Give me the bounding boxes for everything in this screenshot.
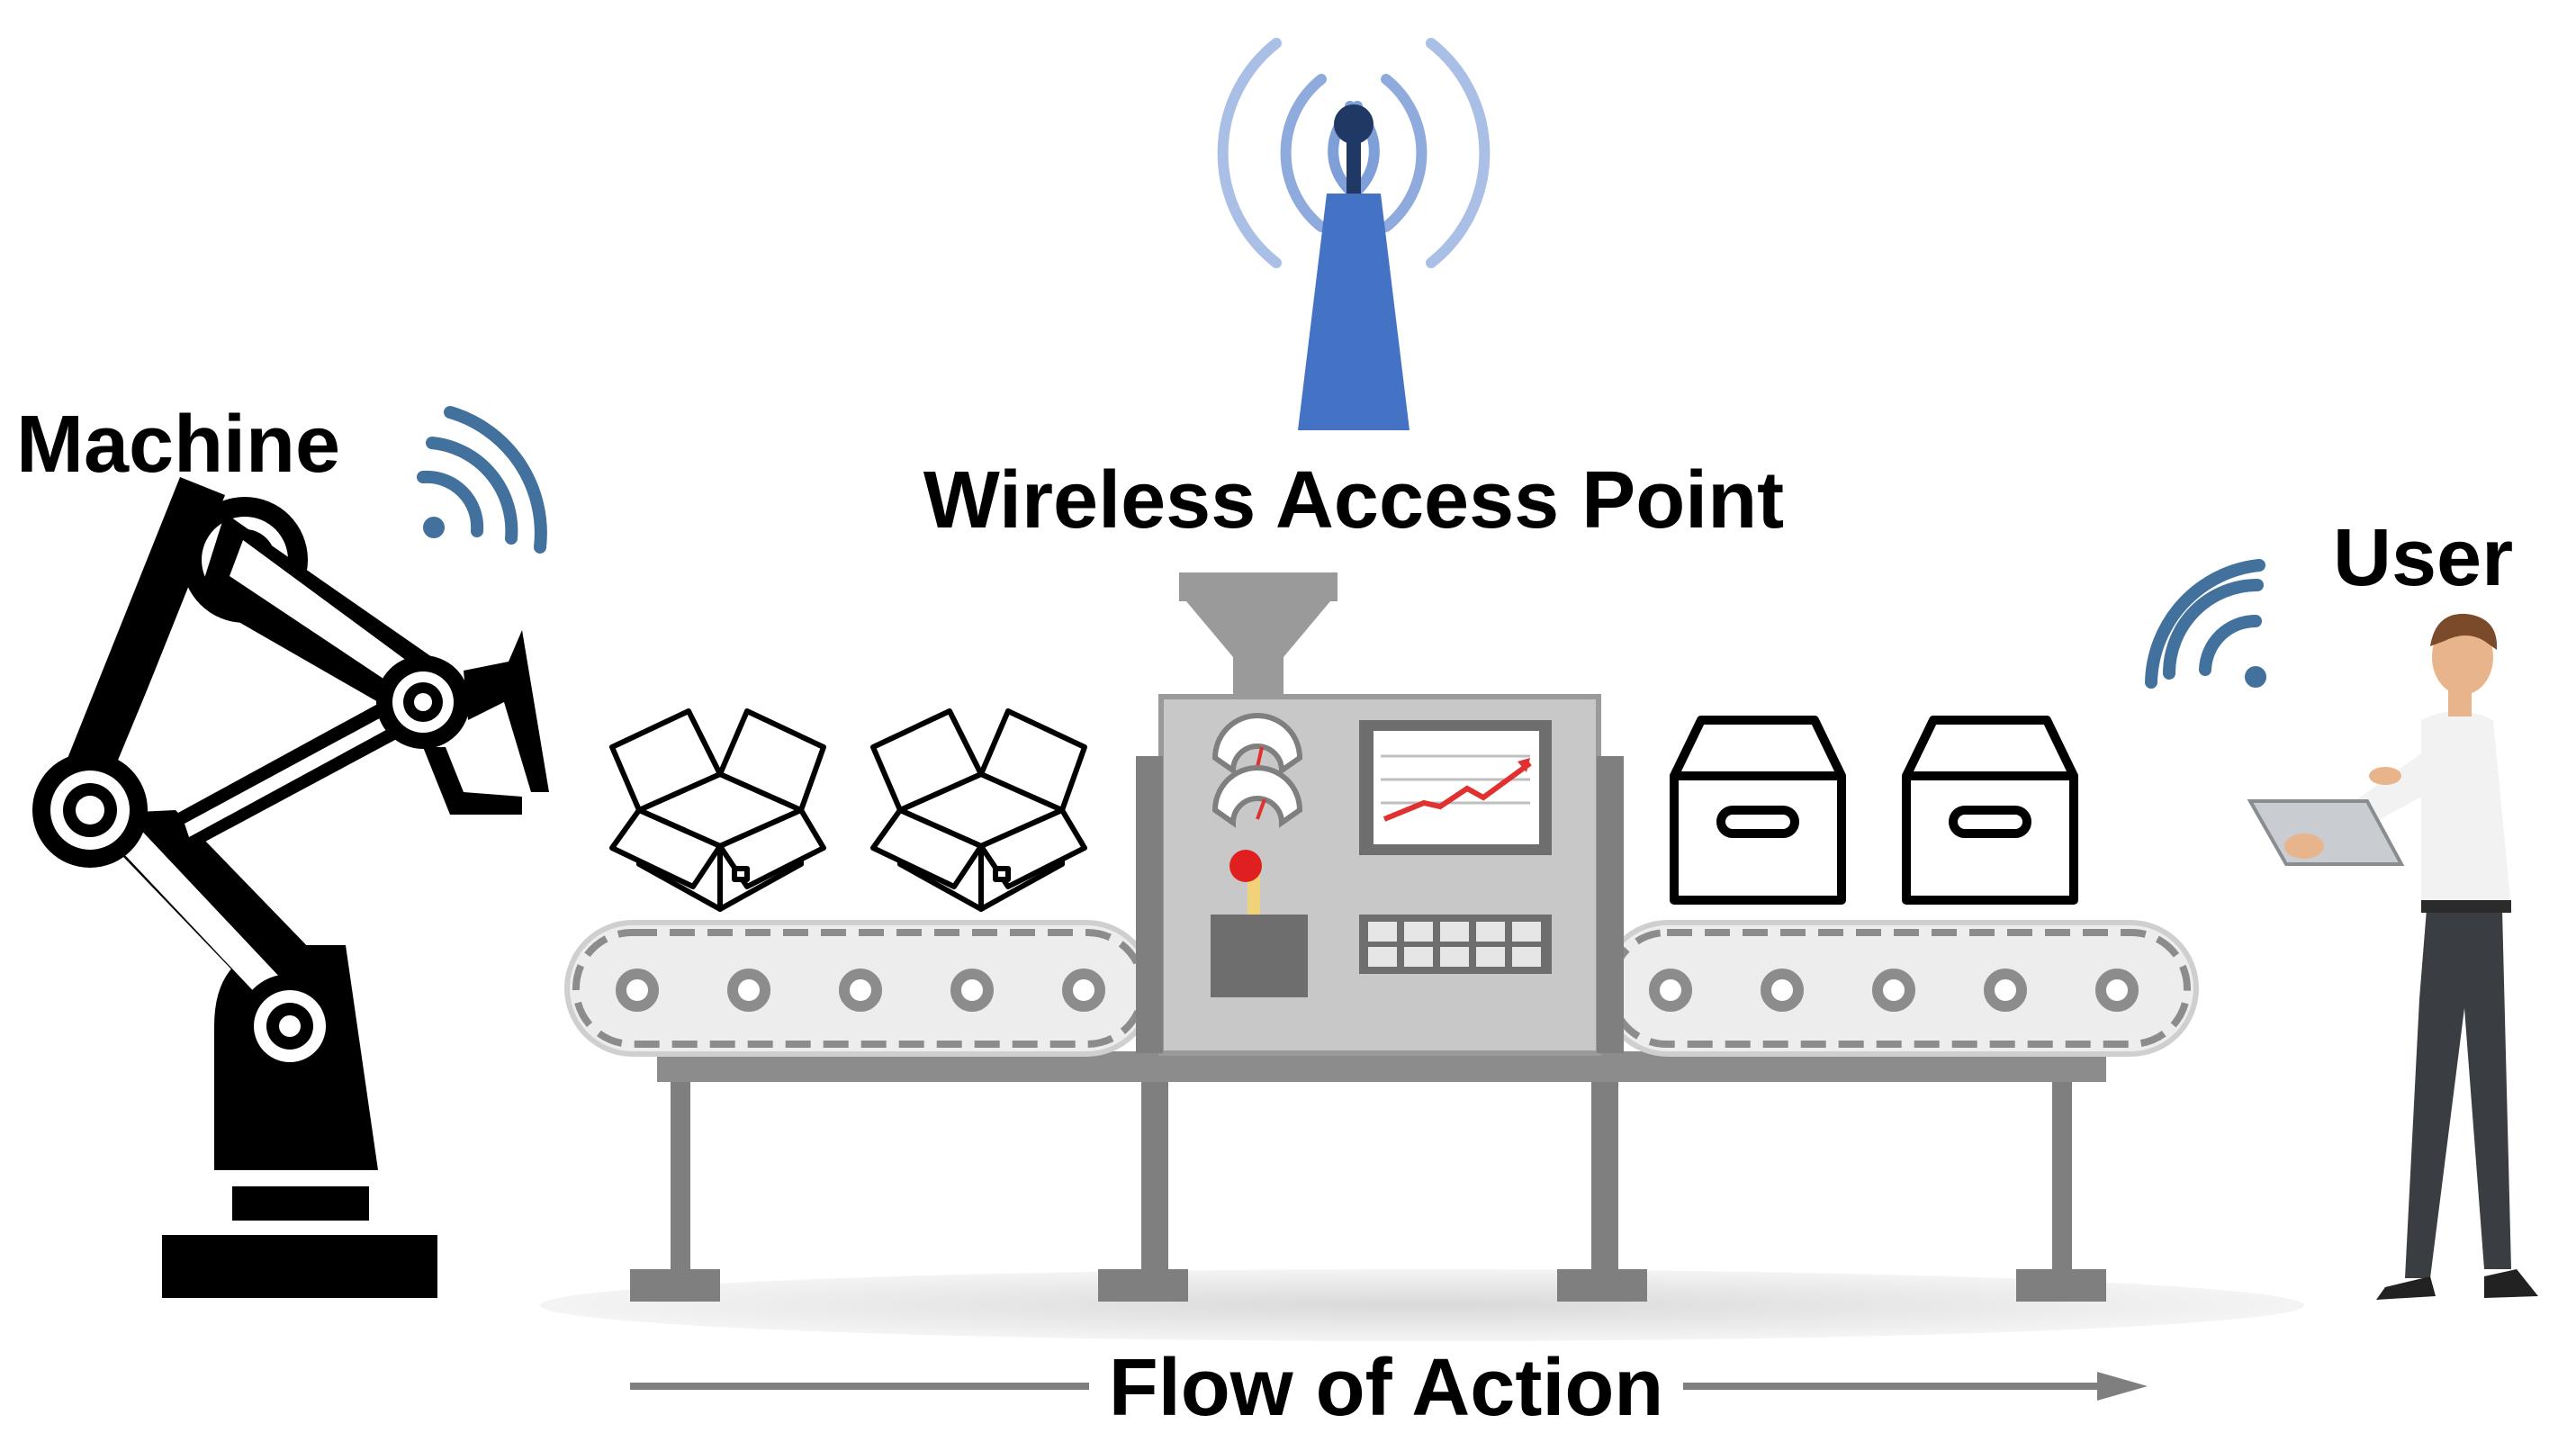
conveyor-belt-icon [564, 920, 2199, 1302]
person-with-tablet-icon [2247, 613, 2538, 1300]
machine-wifi-icon [417, 406, 547, 554]
user-wifi-icon [2145, 559, 2266, 689]
user-label: User [2333, 513, 2513, 603]
closed-box-icon [1670, 716, 1846, 905]
access-point-label: Wireless Access Point [923, 455, 1784, 545]
floor-shadow [540, 1269, 2304, 1341]
flow-label: Flow of Action [1109, 1343, 1664, 1433]
open-box-icon [609, 708, 826, 912]
open-box-icon [870, 708, 1087, 912]
control-panel-icon [1136, 572, 1624, 1056]
antenna-tower-icon [1217, 38, 1491, 430]
closed-box-icon [1902, 716, 2078, 905]
machine-label: Machine [16, 400, 340, 490]
arrow-right-icon [630, 1372, 2148, 1401]
robot-arm-icon [32, 477, 549, 1298]
